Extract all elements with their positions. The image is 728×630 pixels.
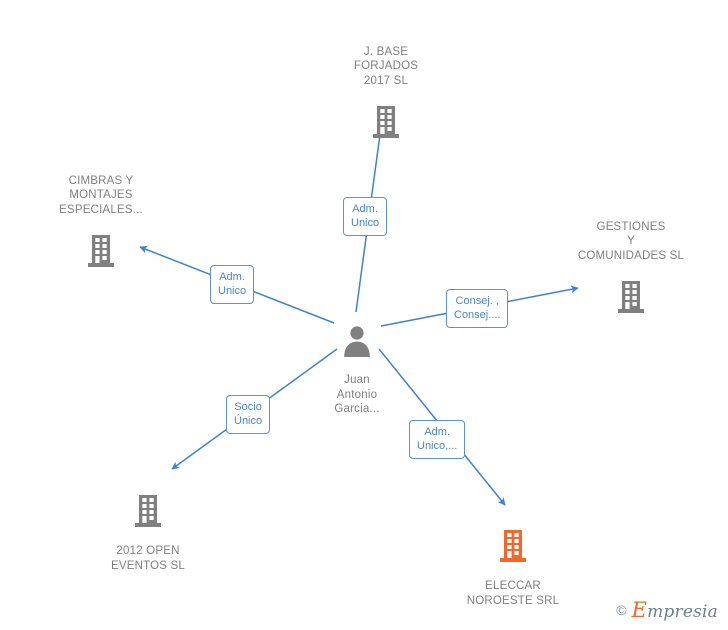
building-icon [21,234,181,268]
edge-label-j-base-forjados[interactable]: Adm. Unico [343,197,388,236]
empresia-logo: Empresia [632,598,718,622]
edge-label-2012-open-eventos[interactable]: Socio Único [226,395,271,434]
person-icon [277,323,437,357]
graph-node-label-gestiones-y-comunidades: GESTIONES Y COMUNIDADES SL [577,220,685,262]
copyright-icon: © [616,602,627,618]
edge-label-gestiones-y-comunidades[interactable]: Consej. , Consej.... [446,289,509,328]
graph-node-label-eleccar-noroeste: ELECCAR NOROESTE SRL [466,580,560,607]
graph-node-j-base-forjados[interactable]: J. BASE FORJADOS 2017 SL [306,30,466,153]
empresia-logo-rest: mpresia [647,602,718,622]
graph-node-gestiones-y-comunidades[interactable]: GESTIONES Y COMUNIDADES SL [551,205,711,328]
graph-node-label-cimbras-y-montajes: CIMBRAS Y MONTAJES ESPECIALES... [59,174,143,216]
graph-node-label-juan-antonio-garcia: Juan Antonio Garcia... [334,374,380,415]
empresia-logo-initial: E [631,598,648,622]
edge-label-eleccar-noroeste[interactable]: Adm. Unico,... [409,420,466,459]
empresia-watermark: © Empresia [616,598,718,622]
graph-node-eleccar-noroeste[interactable]: ELECCAR NOROESTE SRL [433,514,593,623]
building-icon [551,280,711,314]
edge-label-cimbras-y-montajes[interactable]: Adm. Unico [210,265,255,304]
building-icon [68,494,228,528]
graph-node-cimbras-y-montajes[interactable]: CIMBRAS Y MONTAJES ESPECIALES... [21,159,181,282]
building-icon [306,105,466,139]
graph-node-2012-open-eventos[interactable]: 2012 OPEN EVENTOS SL [68,479,228,588]
graph-node-label-j-base-forjados: J. BASE FORJADOS 2017 SL [353,45,419,87]
building-icon [433,529,593,563]
graph-node-label-2012-open-eventos: 2012 OPEN EVENTOS SL [110,545,185,572]
graph-node-juan-antonio-garcia[interactable]: Juan Antonio Garcia... [277,308,437,431]
